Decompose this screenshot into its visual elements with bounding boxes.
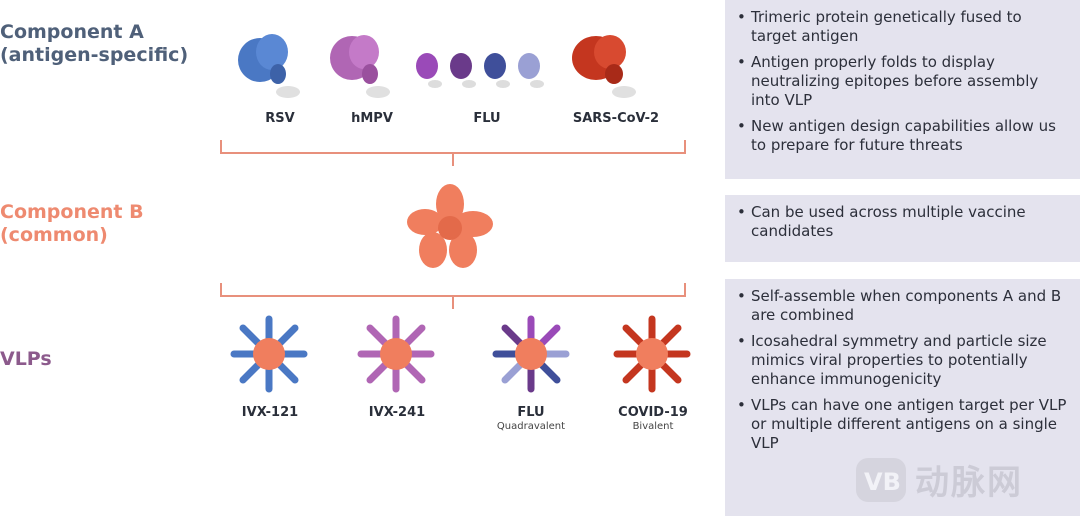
- antigen-label-rsv: RSV: [265, 111, 295, 126]
- antigen-label-sars-cov-2: SARS-CoV-2: [572, 111, 660, 126]
- panel-a-bullet: New antigen design capabilities allow us…: [735, 117, 1070, 155]
- vlp-sublabel-flu: Quadravalent: [496, 421, 566, 432]
- antigen-label-hmpv: hMPV: [351, 111, 393, 126]
- bracket-component-b: [220, 283, 686, 297]
- panel-c-bullet: Self-assemble when components A and B ar…: [735, 287, 1070, 325]
- vlp-label-covid-19: COVID-19: [618, 405, 688, 420]
- svg-text:VB: VB: [864, 468, 901, 496]
- component-a-label: Component A (antigen-specific): [0, 21, 188, 67]
- vlp-ivx-241-image: [357, 315, 435, 393]
- panel-b-bullet: Can be used across multiple vaccine cand…: [735, 203, 1070, 241]
- vlp-label-ivx-241: IVX-241: [368, 405, 426, 420]
- watermark-logo-icon: VB: [856, 457, 906, 502]
- rsv-antigen-image: [238, 34, 300, 98]
- bracket-stem-a: [452, 153, 454, 166]
- component-b-label: Component B (common): [0, 201, 144, 247]
- flu-antigens-image: [416, 53, 544, 88]
- panel-a-bullet: Antigen properly folds to display neutra…: [735, 53, 1070, 110]
- antigen-label-flu: FLU: [473, 111, 501, 126]
- component-b-subtitle: (common): [0, 224, 108, 246]
- vlp-sublabel-covid-19: Bivalent: [632, 421, 674, 432]
- vlps-label: VLPs: [0, 348, 52, 370]
- component-a-title: Component A: [0, 21, 144, 43]
- sars-cov-2-antigen-image: [572, 35, 636, 98]
- hmpv-antigen-image: [330, 35, 390, 98]
- bracket-stem-b: [452, 296, 454, 309]
- vlp-label-flu: FLU: [517, 405, 545, 420]
- panel-a-bullet: Trimeric protein genetically fused to ta…: [735, 8, 1070, 46]
- component-b-title: Component B: [0, 201, 144, 223]
- component-b-image: [407, 184, 493, 268]
- watermark-text: 动脉网: [915, 463, 1023, 503]
- watermark: VB 动脉网: [855, 455, 1023, 504]
- vlp-label-ivx-121: IVX-121: [241, 405, 299, 420]
- vlp-covid-19-image: [613, 315, 691, 393]
- vlp-flu-image: [492, 315, 570, 393]
- component-a-subtitle: (antigen-specific): [0, 44, 189, 66]
- panel-c-bullet: Icosahedral symmetry and particle size m…: [735, 332, 1070, 389]
- panel-component-b: Can be used across multiple vaccine cand…: [725, 195, 1080, 262]
- panel-c-bullet: VLPs can have one antigen target per VLP…: [735, 396, 1070, 453]
- vlp-ivx-121-image: [230, 315, 308, 393]
- bracket-component-a: [220, 140, 686, 154]
- panel-component-a: Trimeric protein genetically fused to ta…: [725, 0, 1080, 179]
